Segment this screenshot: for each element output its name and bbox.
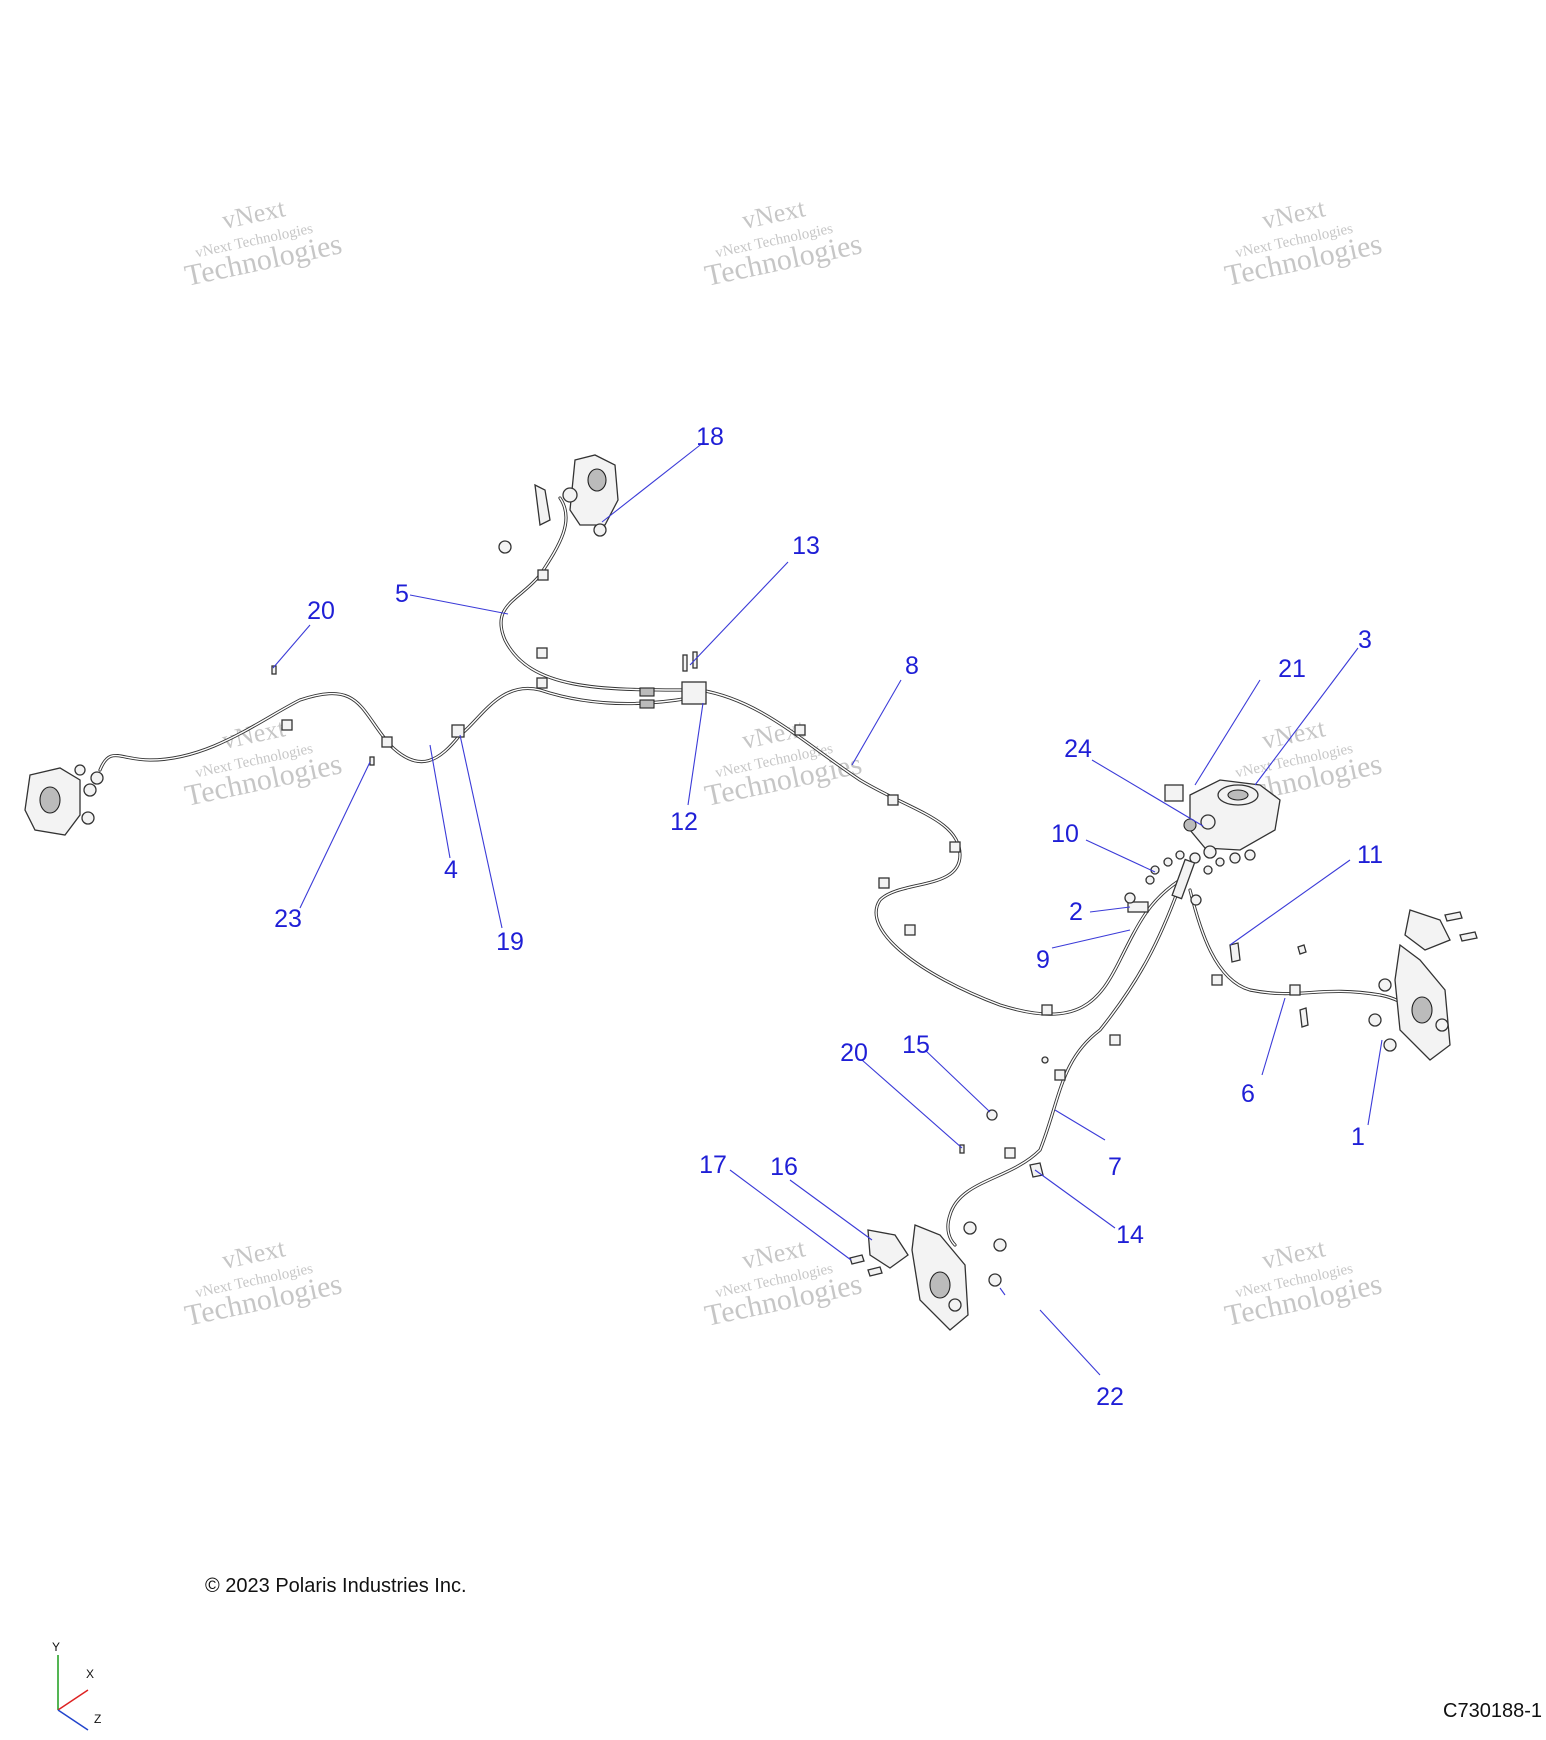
callout-16: 16 [770, 1153, 798, 1181]
callout-labels: 1 2 3 4 5 6 7 8 9 10 11 12 13 14 15 16 1… [274, 423, 1383, 1411]
callout-14: 14 [1116, 1221, 1144, 1249]
hose-clips [281, 569, 1301, 1159]
callout-17: 17 [699, 1151, 727, 1179]
callout-21: 21 [1278, 655, 1306, 683]
callout-13: 13 [792, 532, 820, 560]
leader-lines [272, 441, 1383, 1376]
callout-5: 5 [395, 580, 409, 608]
callout-18: 18 [696, 423, 724, 451]
lower-caliper [849, 1162, 1044, 1331]
callout-12: 12 [670, 808, 698, 836]
callout-10: 10 [1051, 820, 1079, 848]
callout-23: 23 [274, 905, 302, 933]
right-caliper [1229, 909, 1478, 1061]
callout-2: 2 [1069, 898, 1083, 926]
axis-x-label: X [86, 1667, 95, 1681]
callout-6: 6 [1241, 1080, 1255, 1108]
document-id: C730188-1 [1443, 1700, 1542, 1722]
left-caliper [24, 764, 104, 836]
callout-4: 4 [444, 856, 458, 884]
callout-8: 8 [905, 652, 919, 680]
callout-9: 9 [1036, 946, 1050, 974]
callout-22: 22 [1096, 1383, 1124, 1411]
callout-7: 7 [1108, 1153, 1122, 1181]
master-cylinder [1164, 779, 1281, 864]
master-cylinder-fittings [1124, 850, 1225, 913]
callout-1: 1 [1351, 1123, 1365, 1151]
callout-20b: 20 [840, 1039, 868, 1067]
callout-20a: 20 [307, 597, 335, 625]
top-caliper [498, 454, 619, 554]
copyright-notice: © 2023 Polaris Industries Inc. [205, 1575, 467, 1597]
callout-19: 19 [496, 928, 524, 956]
axis-triad [57, 1655, 89, 1731]
axis-y-label: Y [52, 1640, 61, 1654]
junction-block [639, 681, 707, 709]
small-fasteners [271, 651, 1049, 1154]
callout-3: 3 [1358, 626, 1372, 654]
brake-hoses [98, 496, 1422, 1247]
callout-24: 24 [1064, 735, 1092, 763]
axis-z-label: Z [94, 1712, 102, 1726]
callout-15: 15 [902, 1031, 930, 1059]
callout-11: 11 [1357, 841, 1383, 869]
